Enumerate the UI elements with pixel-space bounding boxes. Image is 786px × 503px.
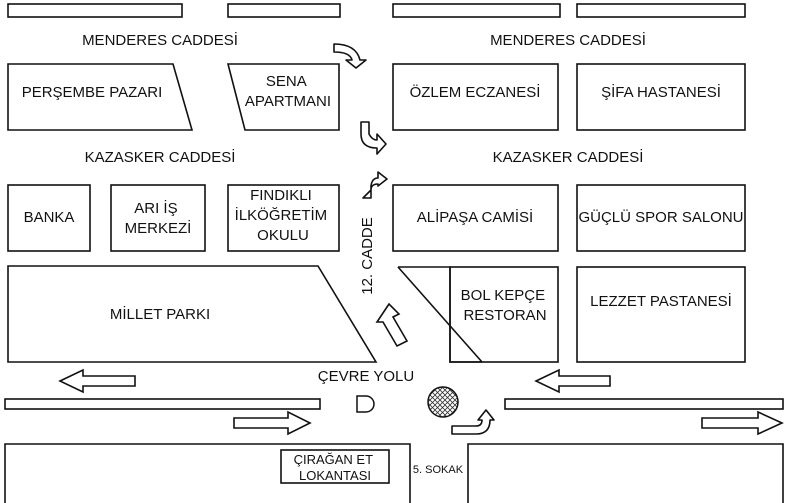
menderes-right-label: MENDERES CADDESİ: [490, 31, 646, 49]
sena-apartmani-label: SENA APARTMANI: [245, 73, 331, 110]
arrow-left-west-icon: [58, 368, 136, 394]
bol-kepce-label: BOL KEPÇE RESTORAN: [461, 287, 550, 324]
bottom-block-right: [467, 443, 784, 503]
top-block-3: [392, 3, 561, 18]
ozlem-eczanesi-block: [392, 63, 559, 131]
lezzet-pastanesi-block: [576, 266, 746, 363]
alipasa-camisi-label: ALİPAŞA CAMİSİ: [417, 208, 533, 226]
top-block-2: [227, 3, 341, 18]
banka-block: [7, 184, 91, 252]
ozlem-eczanesi-label: ÖZLEM ECZANESİ: [410, 83, 541, 101]
turn-arrow-upper-icon: [362, 171, 388, 199]
kazasker-left-label: KAZASKER CADDESİ: [85, 148, 236, 166]
ari-is-merkezi-label: ARI İŞ MERKEZİ: [125, 199, 192, 237]
sokak5-label: 5. SOKAK: [413, 464, 464, 476]
kazasker-right-label: KAZASKER CADDESİ: [493, 148, 644, 166]
bottom-block-left: [4, 443, 411, 503]
turn-arrow-middle-icon: [360, 121, 387, 155]
turn-arrow-top-icon: [333, 43, 367, 69]
guclu-spor-label: GÜÇLÜ SPOR SALONU: [578, 208, 743, 226]
banka-label: BANKA: [24, 209, 75, 226]
cadde12-label: 12. CADDE: [359, 217, 376, 295]
median-right: [504, 398, 784, 410]
median-marker-icon: [356, 395, 375, 413]
arrow-right-west-icon: [534, 368, 611, 394]
ciragan-lokantasi-label: ÇIRAĞAN ET LOKANTASI: [294, 452, 377, 483]
findikli-okulu-block: [227, 184, 340, 252]
findikli-okulu-label: FINDIKLI İLKÖĞRETİM OKULU: [235, 187, 332, 244]
arrow-left-east-icon: [233, 410, 312, 436]
persembe-pazari-label: PERŞEMBE PAZARI: [22, 84, 163, 101]
top-block-1: [7, 3, 183, 18]
menderes-left-label: MENDERES CADDESİ: [82, 31, 238, 49]
millet-parki-block: [7, 265, 378, 363]
alipasa-camisi-block: [392, 184, 559, 252]
sena-apartmani-block: [226, 63, 340, 131]
millet-parki-label: MİLLET PARKI: [110, 305, 210, 323]
turn-arrow-bottom-icon: [451, 409, 495, 435]
guclu-spor-block: [576, 184, 746, 252]
median-left: [4, 398, 321, 410]
sifa-hastanesi-label: ŞİFA HASTANESİ: [601, 83, 721, 101]
roundabout-icon: [427, 386, 459, 418]
persembe-pazari-block: [7, 63, 194, 131]
restoran-diagonal: [397, 266, 483, 363]
bol-kepce-block: [449, 266, 559, 363]
sifa-hastanesi-block: [576, 63, 746, 131]
arrow-north-icon: [375, 302, 409, 348]
lezzet-pastanesi-label: LEZZET PASTANESİ: [590, 292, 732, 310]
arrow-right-east-icon: [701, 410, 784, 436]
cevre-yolu-label: ÇEVRE YOLU: [318, 368, 414, 385]
ciragan-lokantasi-block: [280, 449, 390, 484]
top-block-4: [576, 3, 746, 18]
ari-is-merkezi-block: [110, 184, 206, 252]
